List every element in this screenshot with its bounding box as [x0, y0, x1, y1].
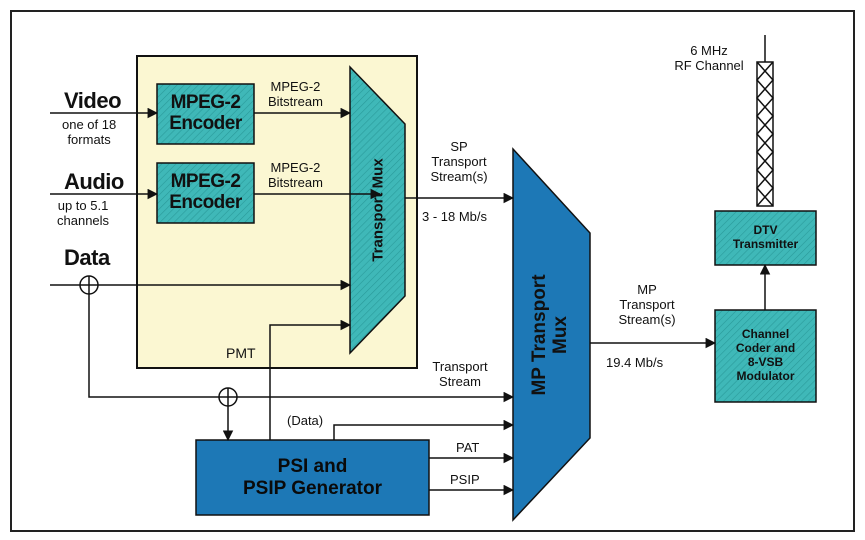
sp-stream-label: SP Transport Stream(s) [430, 139, 488, 184]
audio-bitstream-label: MPEG-2 Bitstream [268, 160, 323, 190]
video-encoder-box [156, 83, 255, 145]
psip-label: PSIP [450, 472, 480, 487]
transport-mux-label: Transport Mux [369, 158, 387, 262]
psi-generator-label: PSI and PSIP Generator [242, 455, 383, 499]
pmt-line [269, 319, 352, 440]
transport-mux-shape [349, 65, 406, 355]
audio-encoder-box [156, 162, 255, 224]
audio-sub-label: up to 5.1 channels [57, 198, 110, 228]
data-tag-line [333, 419, 515, 440]
data-tag-label: (Data) [287, 413, 324, 428]
mp-stream-label: MP Transport Stream(s) [618, 282, 676, 327]
mp-rate-label: 19.4 Mb/s [606, 355, 664, 370]
video-label: Video [64, 88, 122, 113]
mp-transport-mux-label: MP Transport Mux [529, 274, 571, 396]
junction-data [79, 275, 99, 295]
channel-coder-label: Channel Coder and 8-VSB Modulator [735, 327, 796, 383]
audio-label: Audio [64, 169, 124, 194]
pmt-label: PMT [226, 345, 256, 361]
rf-channel-label: 6 MHz RF Channel [674, 43, 744, 73]
psi-generator-box [195, 439, 430, 516]
sp-rate-label: 3 - 18 Mb/s [422, 209, 488, 224]
video-bitstream-label: MPEG-2 Bitstream [268, 79, 323, 109]
audio-encoder-label: MPEG-2 Encoder [169, 171, 242, 213]
antenna-tower [755, 35, 775, 207]
data-label: Data [64, 245, 110, 270]
data-branch-line [88, 285, 515, 403]
video-encoder-label: MPEG-2 Encoder [169, 92, 242, 134]
video-sub-label: one of 18 formats [62, 117, 117, 147]
channel-coder-box [714, 309, 817, 403]
dtv-transmitter-label: DTV Transmitter [732, 223, 799, 251]
transport-stream-label: Transport Stream [432, 359, 488, 389]
dtv-transmitter-box [714, 210, 817, 266]
pat-label: PAT [456, 440, 480, 455]
junction-psi [218, 387, 238, 407]
